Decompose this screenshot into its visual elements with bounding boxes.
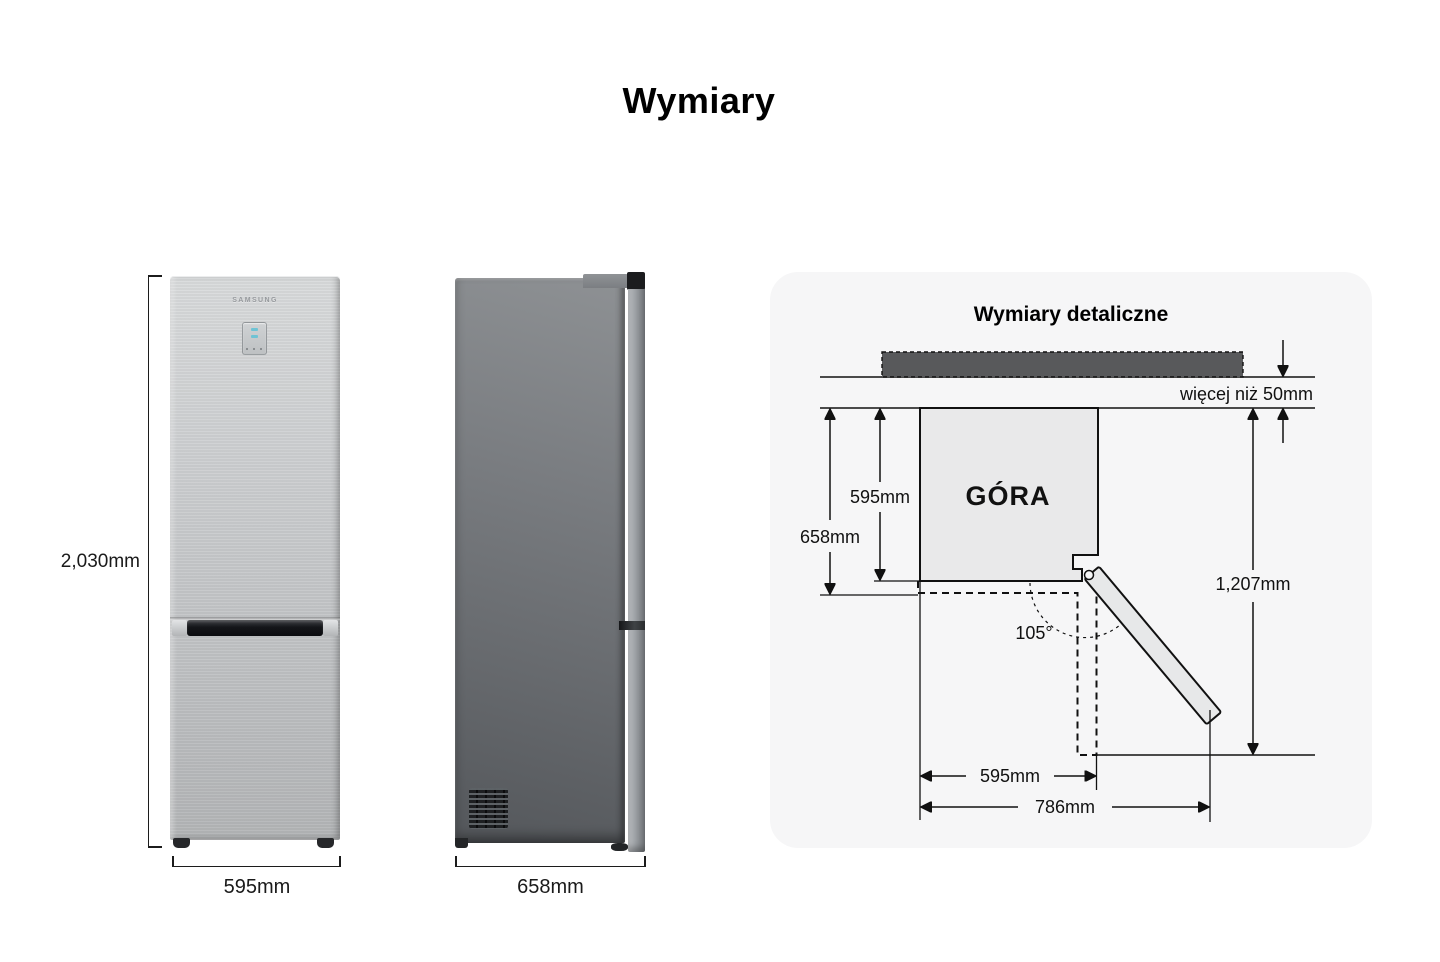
- door-open-slab: [1084, 566, 1222, 725]
- clearance-label: więcej niż 50mm: [1179, 384, 1313, 404]
- fridge-foot-right: [317, 838, 334, 848]
- top-view-body-outline: [919, 407, 1099, 582]
- fridge-side-image: [455, 272, 646, 852]
- cabinet-back-edge: [628, 289, 645, 852]
- fridge-foot-left: [173, 838, 190, 848]
- vent-grille: [469, 788, 508, 829]
- samsung-logo: SAMSUNG: [232, 297, 278, 304]
- depth-dimension-label: 658mm: [517, 876, 584, 898]
- door-swing-arc: [1029, 582, 1121, 639]
- width-dimension-bracket: [172, 856, 341, 867]
- display-segment: [251, 328, 258, 331]
- height-dimension-label: 2,030mm: [60, 551, 140, 572]
- height-dimension-bracket: [148, 275, 162, 848]
- open-height-label: 1,207mm: [1215, 574, 1290, 594]
- door-closed-outline: [917, 581, 1098, 756]
- detail-panel-title: Wymiary detaliczne: [973, 303, 1169, 326]
- top-view-diagram: więcej niż 50mm GÓRA 595mm 658mm: [800, 340, 1315, 822]
- display-buttons: [246, 348, 263, 350]
- handle-cap-left: [172, 620, 187, 636]
- door-gap: [619, 621, 645, 630]
- side-foot-front: [455, 838, 468, 848]
- door-open: [1084, 566, 1222, 725]
- handle-bar: [187, 620, 323, 636]
- handle-cap-right: [323, 620, 338, 636]
- depth-dimension-bracket: [455, 856, 646, 867]
- body-depth-label: 595mm: [850, 487, 910, 507]
- wall-block: [881, 351, 1244, 378]
- door-split-line: [170, 617, 340, 620]
- door-handle: [172, 620, 338, 636]
- fridge-front-image: SAMSUNG: [170, 276, 340, 848]
- detail-panel: Wymiary detaliczne więcej niż 50mm GÓRA …: [770, 272, 1372, 848]
- width-dimension-label: 595mm: [223, 876, 291, 898]
- top-view-label: GÓRA: [966, 480, 1051, 511]
- display-panel: [242, 322, 267, 355]
- total-depth-label: 658mm: [800, 527, 860, 547]
- top-hinge-cap: [627, 272, 645, 290]
- open-width-label: 786mm: [1035, 797, 1095, 817]
- door-hinge-hook: [1083, 569, 1095, 581]
- body-width-label: 595mm: [980, 766, 1040, 786]
- display-segment: [251, 335, 258, 338]
- top-hinge-cover: [583, 274, 628, 288]
- side-foot-rear: [611, 843, 628, 851]
- page-title: Wymiary: [622, 80, 776, 121]
- door-angle-label: 105°: [1015, 623, 1052, 643]
- side-door-panel: [455, 278, 625, 843]
